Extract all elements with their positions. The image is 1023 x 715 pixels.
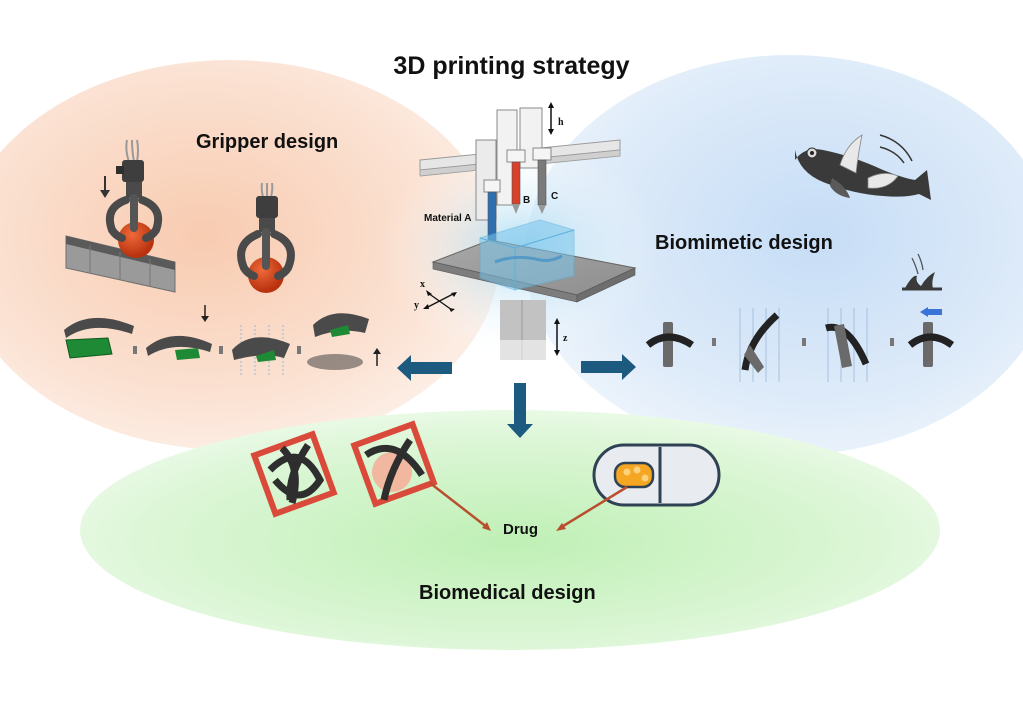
actuator-step-4	[307, 313, 381, 370]
arrow-left-icon	[397, 355, 452, 381]
biomimetic-region	[525, 55, 1023, 455]
printer-illustration	[419, 102, 637, 362]
nozzle-b	[511, 161, 521, 205]
step-separator	[890, 338, 894, 346]
blue-arrow-icon	[920, 307, 942, 317]
step-separator	[133, 346, 137, 354]
gripper-conveyor-illustration	[65, 139, 176, 293]
nozzle-label-a: Material A	[424, 213, 472, 224]
drug-label: Drug	[503, 521, 538, 538]
arrow-right-icon	[581, 354, 636, 380]
fin-step-3	[825, 308, 870, 382]
drug-pointer-arrows	[429, 482, 628, 531]
fin-step-1	[645, 322, 694, 367]
biomedical-design-label: Biomedical design	[419, 582, 596, 604]
water-splash-icon	[902, 253, 942, 291]
biomimetic-design-label: Biomimetic design	[655, 232, 833, 254]
biomimetic-actuation-sequence	[645, 307, 955, 382]
fin-step-4	[907, 307, 955, 367]
arrow-down-icon	[507, 383, 533, 438]
gripper-design-label: Gripper design	[196, 131, 339, 153]
actuator-step-2	[146, 305, 212, 360]
actuator-step-3	[232, 325, 290, 375]
gripper-hold-illustration	[237, 182, 295, 293]
step-separator	[297, 346, 301, 354]
axis-label-y: y	[414, 300, 419, 311]
drug-carrier-frame-2	[350, 420, 438, 508]
capsule-illustration	[592, 443, 721, 507]
fin-step-2	[739, 308, 780, 382]
axis-label-x: x	[420, 279, 425, 290]
step-separator	[802, 338, 806, 346]
step-separator	[712, 338, 716, 346]
axis-label-z: z	[563, 333, 568, 344]
diagram-title: 3D printing strategy	[393, 52, 630, 80]
nozzle-label-c: C	[551, 191, 559, 202]
mudskipper-fish-illustration	[795, 134, 931, 200]
drug-carrier-frame-1	[250, 430, 338, 518]
step-separator	[219, 346, 223, 354]
nozzle-c	[537, 159, 547, 206]
nozzle-label-b: B	[523, 195, 531, 206]
gripper-actuation-sequence	[64, 305, 381, 375]
actuator-step-1	[64, 317, 134, 359]
axis-label-h: h	[558, 117, 564, 128]
